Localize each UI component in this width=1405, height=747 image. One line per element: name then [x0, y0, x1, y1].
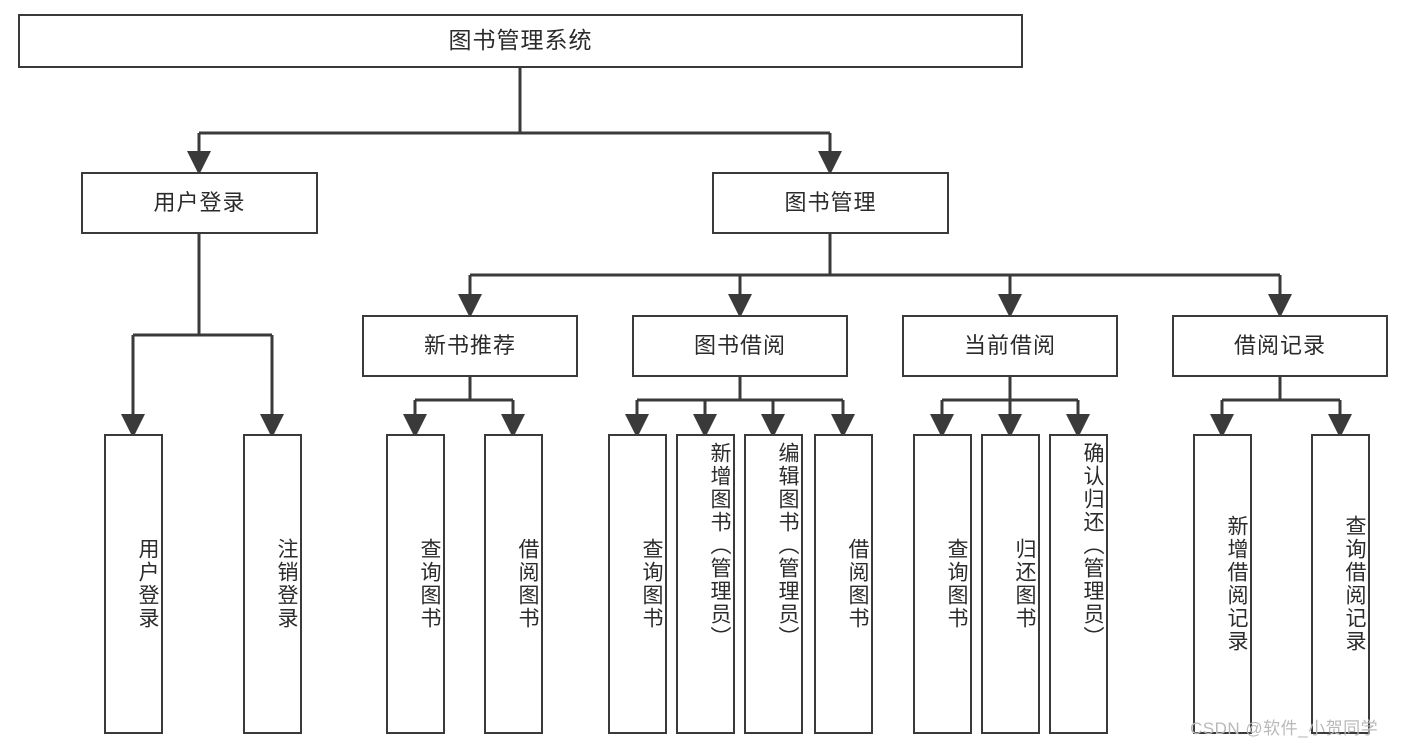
node-label: 归还图书 [1013, 538, 1036, 630]
node-new-book-recommend[interactable]: 新书推荐 [362, 315, 578, 377]
node-label: 编辑图书（管理员） [776, 442, 799, 649]
node-user-login[interactable]: 用户登录 [81, 172, 318, 234]
node-borrow-records[interactable]: 借阅记录 [1172, 315, 1388, 377]
leaf-query-borrow-record[interactable]: 查询借阅记录 [1311, 434, 1370, 734]
node-label: 当前借阅 [963, 332, 1056, 358]
node-book-management[interactable]: 图书管理 [712, 172, 949, 234]
node-label: 查询图书 [418, 538, 441, 630]
leaf-query-book-recommend[interactable]: 查询图书 [386, 434, 445, 734]
leaf-return-book[interactable]: 归还图书 [981, 434, 1040, 734]
leaf-user-login[interactable]: 用户登录 [104, 434, 163, 734]
leaf-edit-book-admin[interactable]: 编辑图书（管理员） [744, 434, 803, 734]
node-book-borrow[interactable]: 图书借阅 [632, 315, 848, 377]
leaf-confirm-return-admin[interactable]: 确认归还（管理员） [1049, 434, 1108, 734]
leaf-add-borrow-record[interactable]: 新增借阅记录 [1193, 434, 1252, 734]
node-label: 借阅图书 [846, 538, 869, 630]
node-label: 新增借阅记录 [1225, 515, 1248, 653]
node-label: 图书管理 [784, 189, 877, 215]
node-current-borrow[interactable]: 当前借阅 [902, 315, 1118, 377]
node-label: 查询图书 [945, 538, 968, 630]
node-label: 查询图书 [640, 538, 663, 630]
leaf-query-book-current[interactable]: 查询图书 [913, 434, 972, 734]
leaf-user-logout[interactable]: 注销登录 [243, 434, 302, 734]
node-label: 查询借阅记录 [1343, 515, 1366, 653]
node-label: 图书管理系统 [448, 27, 593, 54]
node-label: 新增图书（管理员） [708, 442, 731, 649]
watermark-text: CSDN @软件_小贺同学 [1190, 719, 1379, 738]
node-label: 借阅图书 [516, 538, 539, 630]
leaf-borrow-book-recommend[interactable]: 借阅图书 [484, 434, 543, 734]
node-root-system[interactable]: 图书管理系统 [18, 14, 1023, 68]
node-label: 用户登录 [153, 189, 246, 215]
leaf-add-book-admin[interactable]: 新增图书（管理员） [676, 434, 735, 734]
node-label: 借阅记录 [1233, 332, 1326, 358]
node-label: 注销登录 [275, 538, 298, 630]
node-label: 新书推荐 [423, 332, 516, 358]
leaf-query-book-borrow[interactable]: 查询图书 [608, 434, 667, 734]
node-label: 图书借阅 [693, 332, 786, 358]
node-label: 确认归还（管理员） [1081, 442, 1104, 649]
leaf-borrow-book[interactable]: 借阅图书 [814, 434, 873, 734]
node-label: 用户登录 [136, 538, 159, 630]
